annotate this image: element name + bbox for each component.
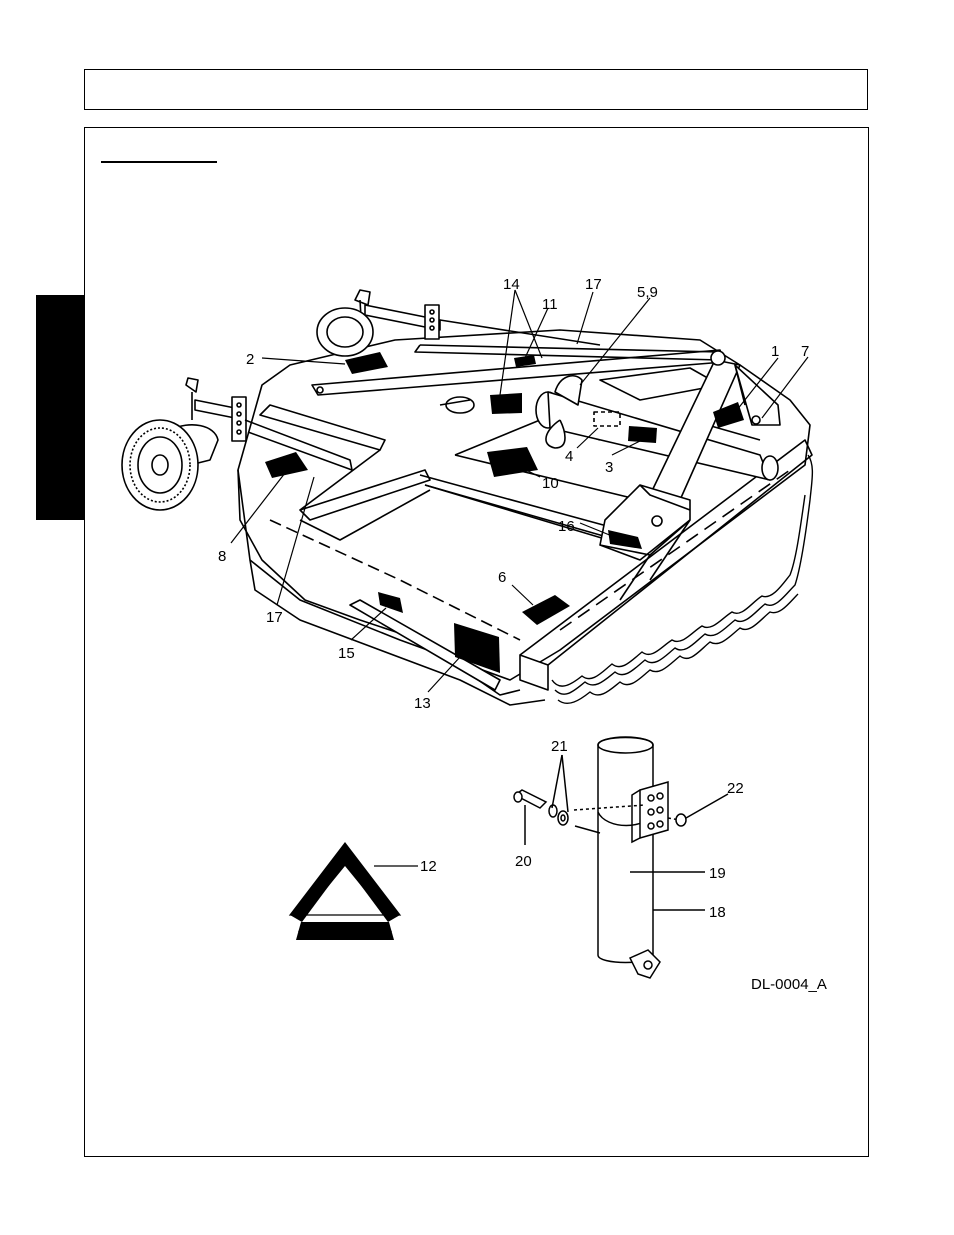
callout-13: 13 xyxy=(414,695,431,712)
callout-10: 10 xyxy=(542,475,559,492)
callout-22: 22 xyxy=(727,780,744,797)
callout-17-bottom: 17 xyxy=(266,609,283,626)
callout-17-top: 17 xyxy=(585,276,602,293)
callout-21: 21 xyxy=(551,738,568,755)
callout-7: 7 xyxy=(801,343,809,360)
callout-6: 6 xyxy=(498,569,506,586)
smv-mounting-socket-drawing xyxy=(514,737,728,978)
callout-18: 18 xyxy=(709,904,726,921)
decal-14 xyxy=(490,393,522,414)
callout-3: 3 xyxy=(605,459,613,476)
callout-19: 19 xyxy=(709,865,726,882)
smv-emblem-icon xyxy=(290,843,400,940)
callout-8: 8 xyxy=(218,548,226,565)
callout-11: 11 xyxy=(542,296,558,313)
drawing-code: DL-0004_A xyxy=(751,976,827,993)
callout-2: 2 xyxy=(246,351,254,368)
callout-1: 1 xyxy=(771,343,779,360)
callout-5-9: 5,9 xyxy=(637,284,658,301)
callout-12: 12 xyxy=(420,858,437,875)
callout-16: 16 xyxy=(558,518,575,535)
callout-14: 14 xyxy=(503,276,520,293)
callout-15: 15 xyxy=(338,645,355,662)
decal-3 xyxy=(628,426,657,443)
callout-4: 4 xyxy=(565,448,573,465)
callout-20: 20 xyxy=(515,853,532,870)
